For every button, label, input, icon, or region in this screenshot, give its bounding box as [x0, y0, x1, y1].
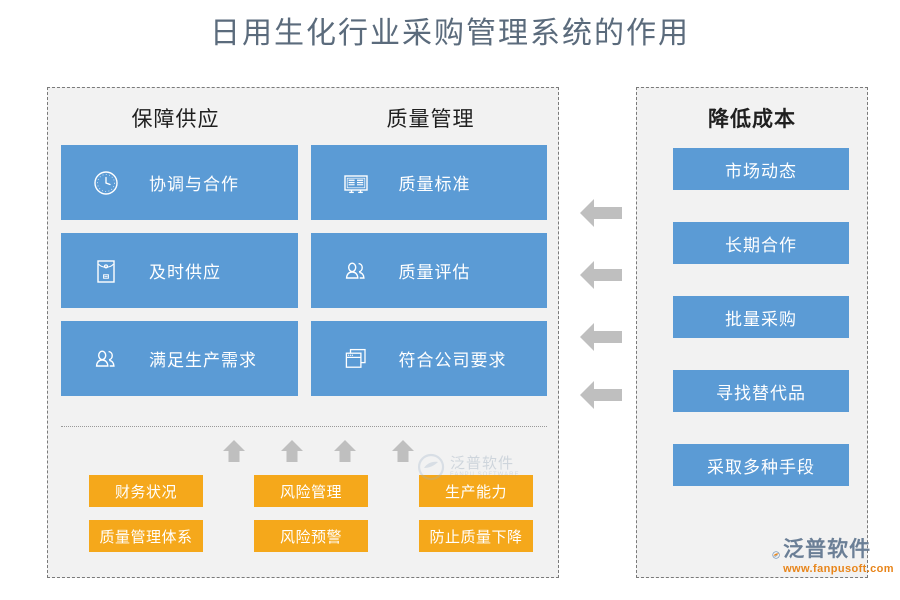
right-item-market-trend[interactable]: 市场动态 — [673, 148, 849, 190]
left-arrow-icon — [578, 196, 624, 230]
logo-label: 泛普软件 — [783, 538, 872, 561]
right-item-find-substitute[interactable]: 寻找替代品 — [673, 370, 849, 412]
card-label: 符合公司要求 — [398, 351, 507, 370]
tag-quality-system[interactable]: 质量管理体系 — [89, 520, 203, 552]
left-arrow-icon — [578, 378, 624, 412]
tag-row: 财务状况 风险管理 生产能力 — [89, 475, 533, 507]
tag-prevent-quality-drop[interactable]: 防止质量下降 — [419, 520, 533, 552]
card-label: 满足生产需求 — [149, 351, 257, 370]
column-header-quality: 质量管理 — [386, 108, 475, 131]
tag-production-capacity[interactable]: 生产能力 — [419, 475, 533, 507]
left-panel: 保障供应 质量管理 协调与合作 — [47, 87, 559, 578]
up-arrow-group — [61, 438, 547, 470]
card-coordination[interactable]: 协调与合作 — [61, 145, 298, 220]
left-arrow-icon — [578, 258, 624, 292]
right-item-multiple-means[interactable]: 采取多种手段 — [673, 444, 849, 486]
card-production-demand[interactable]: 满足生产需求 — [61, 321, 298, 396]
card-row: 及时供应 质量评估 — [61, 233, 547, 308]
benefit-card-matrix: 协调与合作 — [61, 145, 547, 409]
column-header-supply: 保障供应 — [131, 108, 220, 131]
tag-spacer — [368, 520, 419, 552]
logo-url: www.fanpusoft.com — [783, 563, 894, 575]
section-divider — [61, 426, 547, 427]
envelope-icon — [91, 256, 121, 286]
connector-arrow-group — [578, 196, 624, 412]
page-title: 日用生化行业采购管理系统的作用 — [210, 17, 690, 50]
up-arrow-icon — [279, 438, 305, 466]
card-row: 满足生产需求 符合公司要求 — [61, 321, 547, 396]
fanpu-logo-icon — [772, 551, 780, 559]
tag-risk-warning[interactable]: 风险预警 — [254, 520, 368, 552]
card-quality-assessment[interactable]: 质量评估 — [310, 233, 547, 308]
left-arrow-icon — [578, 320, 624, 354]
people-icon — [91, 344, 121, 374]
tag-risk-management[interactable]: 风险管理 — [254, 475, 368, 507]
card-label: 及时供应 — [149, 263, 221, 282]
certificate-icon — [341, 168, 371, 198]
right-panel: 降低成本 市场动态 长期合作 批量采购 寻找替代品 采取多种手段 — [636, 87, 868, 578]
right-item-bulk-purchase[interactable]: 批量采购 — [673, 296, 849, 338]
tag-spacer — [368, 475, 419, 507]
card-company-requirement[interactable]: 符合公司要求 — [310, 321, 547, 396]
up-arrow-icon — [332, 438, 358, 466]
card-label: 协调与合作 — [149, 175, 239, 194]
left-panel-column-headers: 保障供应 质量管理 — [48, 105, 558, 135]
tag-spacer — [203, 520, 254, 552]
card-quality-standard[interactable]: 质量标准 — [310, 145, 547, 220]
windows-icon — [341, 344, 371, 374]
brand-logo: 泛普软件 www.fanpusoft.com — [772, 538, 894, 584]
card-label: 质量标准 — [398, 175, 471, 194]
tag-spacer — [203, 475, 254, 507]
people-icon — [341, 256, 371, 286]
clock-icon — [91, 168, 121, 198]
card-row: 协调与合作 — [61, 145, 547, 220]
card-label: 质量评估 — [398, 263, 471, 282]
tag-row: 质量管理体系 风险预警 防止质量下降 — [89, 520, 533, 552]
up-arrow-icon — [221, 438, 247, 466]
cost-reduction-list: 市场动态 长期合作 批量采购 寻找替代品 采取多种手段 — [673, 148, 849, 518]
factor-tag-grid: 财务状况 风险管理 生产能力 质量管理体系 风险预警 防止质量下降 — [89, 475, 533, 565]
tag-financial-status[interactable]: 财务状况 — [89, 475, 203, 507]
right-panel-title: 降低成本 — [708, 108, 796, 131]
up-arrow-icon — [390, 438, 416, 466]
right-item-long-term-cooperation[interactable]: 长期合作 — [673, 222, 849, 264]
card-timely-supply[interactable]: 及时供应 — [61, 233, 298, 308]
